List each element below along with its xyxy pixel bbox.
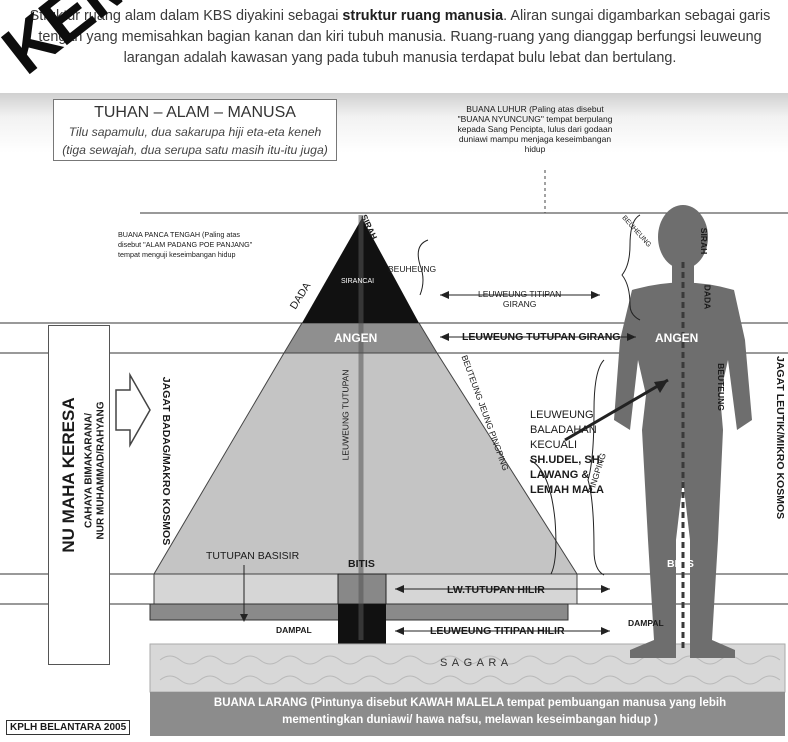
body-dada-label: DADA xyxy=(702,284,713,310)
jagat-leutik-label: JAGAT LEUTIK/MIKRO KOSMOS xyxy=(774,356,786,520)
baladahan-line: LAWANG & xyxy=(530,469,590,481)
concept-box: TUHAN – ALAM – MANUSA Tilu sapamulu, dua… xyxy=(53,99,337,161)
nu-line-2: NUR MUHAMMAD/RAHYANG xyxy=(95,401,107,540)
sagara-label: S A G A R A xyxy=(440,657,510,669)
pyr-dampal-label: DAMPAL xyxy=(276,625,312,635)
baladahan-line: LEUWEUNG xyxy=(530,409,594,421)
bpt-line: BUANA PANCA TENGAH (Paling atas xyxy=(118,230,240,239)
nu-maha-keresa-title: NU MAHA KERESA xyxy=(59,397,78,553)
connection-arrows xyxy=(395,294,636,632)
titipan-girang-line: LEUWEUNG TITIPAN xyxy=(478,289,562,299)
buana-panca-tengah-label: BUANA PANCA TENGAH (Paling atas disebut … xyxy=(118,230,252,260)
body-sirah-label: SIRAH xyxy=(699,227,710,255)
titipan-girang-label: LEUWEUNG TITIPAN GIRANG xyxy=(478,289,561,309)
intro-text-b: . Aliran sungai digambarkan sebagai gari… xyxy=(38,8,771,66)
buana-luhur-label: BUANA LUHUR (Paling atas disebut "BUANA … xyxy=(425,104,645,154)
concept-title: TUHAN – ALAM – MANUSA xyxy=(94,104,296,121)
buana-luhur-line: BUANA LUHUR (Paling atas disebut xyxy=(466,104,604,114)
baladahan-line: LEMAH MALA xyxy=(530,484,604,496)
pyr-angen-label: ANGEN xyxy=(334,331,378,345)
buana-luhur-line: "BUANA NYUNCUNG" tempat berpulang xyxy=(457,114,613,124)
concept-line-1: Tilu sapamulu, dua sakarupa hiji eta-eta… xyxy=(68,125,322,139)
body-bitis-label: BITIS xyxy=(667,558,694,570)
nu-maha-keresa-box xyxy=(48,325,110,665)
intro-bold: struktur ruang manusia xyxy=(342,8,504,24)
pyr-beuheung-label: BEUHEUNG xyxy=(388,264,437,274)
baladahan-label: LEUWEUNG BALADAHAN KECUALI SH.UDEL, SH. … xyxy=(530,408,604,498)
buana-larang-line: mementingkan duniawi/ hawa nafsu, melawa… xyxy=(282,714,658,726)
buana-larang-line: BUANA LARANG (Pintunya disebut KAWAH MAL… xyxy=(213,697,727,709)
jagat-badag-label: JAGAT BADAG/MAKRO KOSMOS xyxy=(160,376,173,546)
nu-arrow xyxy=(115,372,151,448)
buana-luhur-line: duniawi mampu menjaga keseimbangan xyxy=(458,134,612,144)
sirancai-label: SIRANCAI xyxy=(341,278,375,285)
titipan-girang-line: GIRANG xyxy=(502,299,537,309)
buana-larang-band xyxy=(150,692,785,736)
titipan-hilir-label: LEUWEUNG TITIPAN HILIR xyxy=(430,625,565,637)
tutupan-girang-label: LEUWEUNG TUTUPAN GIRANG xyxy=(462,331,621,343)
body-angen-label: ANGEN xyxy=(655,331,699,345)
nu-line-1: CAHAYA BIMAKARANA/ xyxy=(83,413,95,529)
baladahan-line: BALADAHAN xyxy=(530,424,597,436)
tutupan-basisir-label: TUTUPAN BASISIR xyxy=(206,550,300,562)
baladahan-line: SH.UDEL, SH. xyxy=(530,454,603,466)
bpt-line: disebut "ALAM PADANG POE PANJANG" xyxy=(118,240,253,249)
concept-line-2: (tiga sewajah, dua serupa satu masih itu… xyxy=(62,143,328,157)
body-dampal-label: DAMPAL xyxy=(628,618,664,628)
baladahan-line: KECUALI xyxy=(530,439,578,451)
bpt-line: tempat menguji keseimbangan hidup xyxy=(118,250,236,259)
buana-luhur-line: hidup xyxy=(524,144,546,154)
pyramid-lower xyxy=(153,352,578,575)
credit-label: KPLH BELANTARA 2005 xyxy=(6,720,131,735)
buana-larang-label: BUANA LARANG (Pintunya disebut KAWAH MAL… xyxy=(160,695,780,729)
leuweung-tutupan-label: LEUWEUNG TUTUPAN xyxy=(340,369,351,461)
baladahan-arrow xyxy=(564,378,669,442)
tutupan-hilir-label: LW.TUTUPAN HILIR xyxy=(447,584,545,596)
body-beuteung-label: BEUTEUNG xyxy=(715,363,726,411)
intro-paragraph: Struktur ruang alam dalam KBS diyakini s… xyxy=(20,6,780,69)
buana-luhur-line: kepada Sang Pencipta, lulus dari godaan xyxy=(457,124,613,134)
pyr-bitis-label: BITIS xyxy=(348,558,375,570)
intro-text-a: Struktur ruang alam dalam KBS diyakini s… xyxy=(29,8,343,24)
